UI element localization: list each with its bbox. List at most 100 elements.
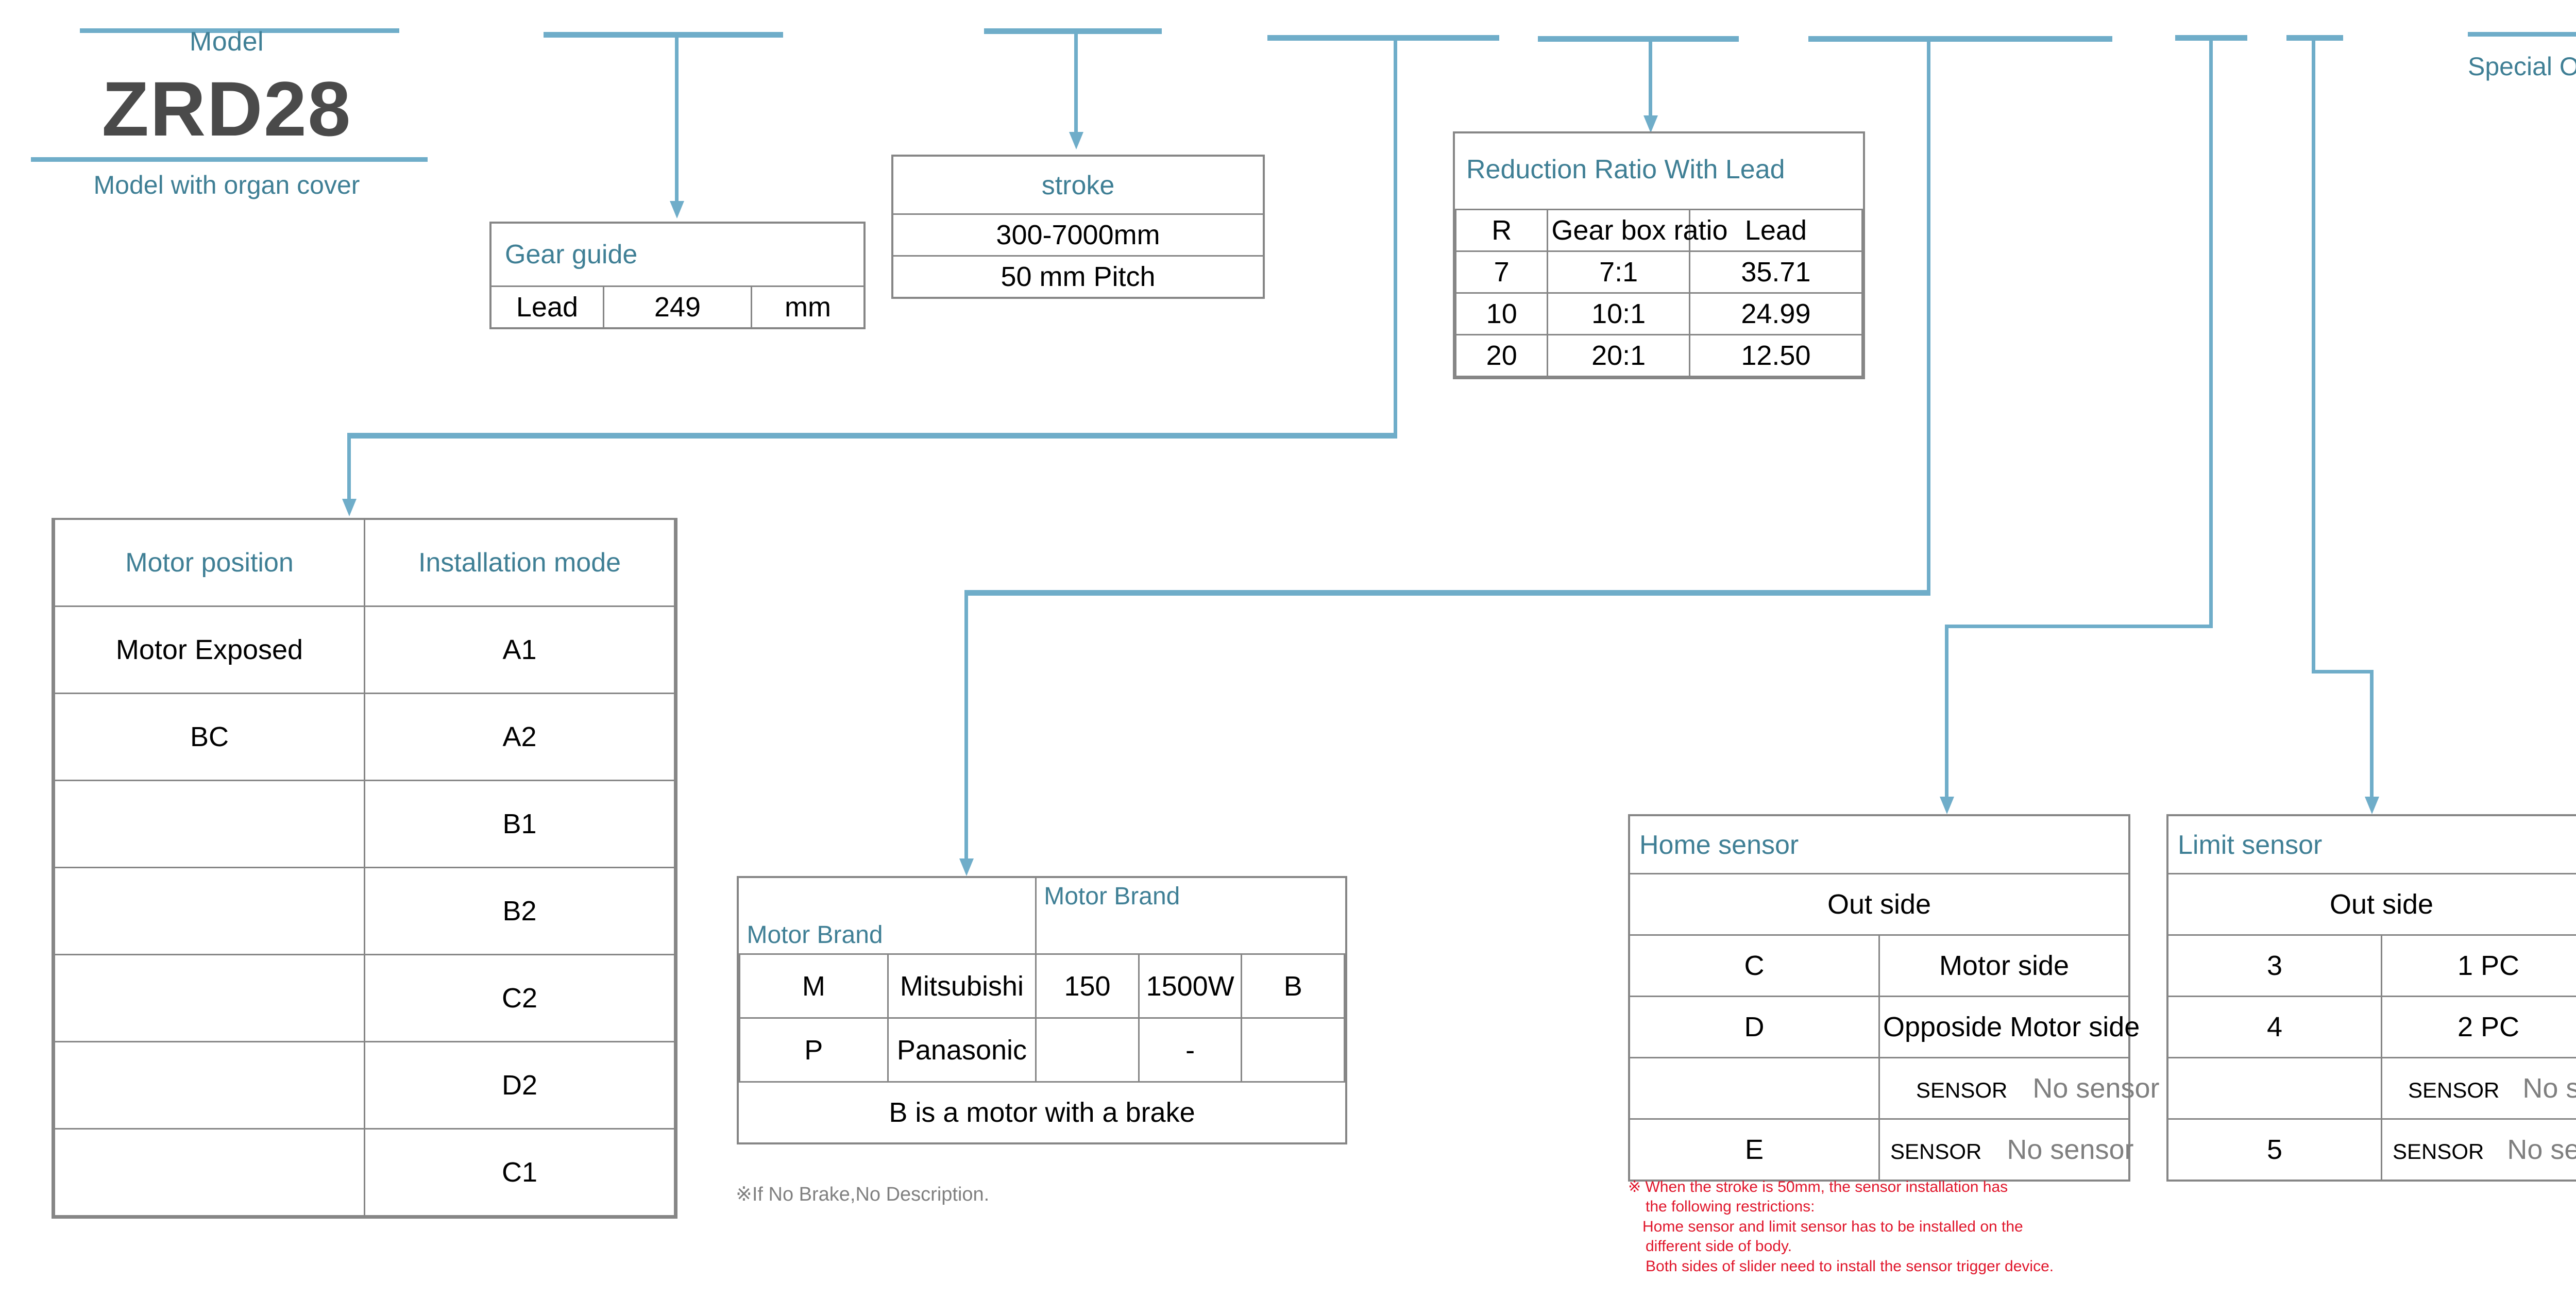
- leader-run-home-sensor: [1945, 625, 2213, 628]
- home-sensor-box: Home sensor Out side C Motor side D Oppo…: [1628, 814, 2160, 1182]
- motor-position-value: BC: [54, 693, 365, 781]
- motor-brand-code: P: [739, 1017, 889, 1083]
- leader-arrow-home-sensor: [1940, 797, 1954, 814]
- table-header-row: Motor position Installation mode: [54, 520, 675, 607]
- motor-position-value: [54, 954, 365, 1042]
- leader-arrow-motor-position: [342, 499, 357, 516]
- installation-mode-value: C1: [364, 1128, 675, 1217]
- leader-bar-model: [80, 28, 399, 33]
- home-sensor-table: Out side C Motor side D Opposide Motor s…: [1630, 873, 2160, 1180]
- gear-guide-lead-value: 249: [602, 285, 752, 327]
- gear-guide-lead-unit: mm: [751, 285, 863, 327]
- reduction-lead: 12.50: [1688, 334, 1863, 377]
- leader-drop-motor-position-1: [1394, 38, 1397, 436]
- leader-run-limit-sensor: [2312, 670, 2374, 673]
- model-code: ZRD28: [101, 65, 352, 152]
- table-row: Motor Exposed A1: [54, 605, 675, 694]
- table-header-row: R Gear box ratio Lead: [1454, 209, 1863, 252]
- home-sensor-code: [1630, 1057, 1880, 1120]
- motor-brand-footnote: ※If No Brake,No Description.: [736, 1184, 990, 1205]
- motor-position-header: Motor position: [54, 520, 365, 607]
- home-sensor-subheader: Out side: [1630, 873, 2128, 936]
- leader-bar-special-order: [2468, 32, 2576, 37]
- limit-sensor-code: 5: [2168, 1118, 2382, 1180]
- table-row: 5 SENSOR No sensor: [2168, 1118, 2576, 1180]
- table-row: D Opposide Motor side: [1630, 996, 2140, 1058]
- home-sensor-nosensor-cell: SENSOR No sensor: [1878, 1057, 2160, 1120]
- leader-bar-motor-position: [1267, 35, 1499, 41]
- reduction-ratio: 10:1: [1547, 292, 1690, 335]
- installation-mode-value: D2: [364, 1041, 675, 1130]
- table-header-row: Motor Brand Motor Brand: [739, 878, 1345, 955]
- table-row: P Panasonic -: [739, 1017, 1345, 1083]
- motor-power-value: -: [1138, 1017, 1243, 1083]
- limit-sensor-value: 1 PC: [2381, 934, 2576, 997]
- home-sensor-value: Opposide Motor side: [1878, 996, 2140, 1058]
- installation-mode-value: A1: [364, 605, 675, 694]
- reduction-ratio-table: R Gear box ratio Lead 7 7:1 35.71 10 10:…: [1454, 209, 1863, 377]
- installation-mode-value: A2: [364, 693, 675, 781]
- table-row: 4 2 PC: [2168, 996, 2576, 1058]
- leader-bar-stroke: [984, 28, 1162, 34]
- leader-bar-home-sensor: [2175, 35, 2247, 41]
- leader-arrow-reduction: [1643, 115, 1658, 133]
- gear-guide-table: Lead 249 mm: [492, 285, 863, 327]
- reduction-header-ratio: Gear box ratio: [1547, 209, 1728, 252]
- reduction-header-r: R: [1454, 209, 1549, 252]
- home-sensor-nosensor-cell: SENSOR No sensor: [1878, 1118, 2134, 1180]
- motor-brand-title-right: Motor Brand: [1035, 878, 1345, 955]
- table-row: 7 7:1 35.71: [1454, 250, 1863, 294]
- leader-bar-motor-brand: [1808, 36, 2112, 42]
- leader-drop-gear-guide: [675, 35, 679, 201]
- leader-run-motor-brand: [964, 590, 1930, 596]
- limit-sensor-title: Limit sensor: [2178, 830, 2323, 860]
- reduction-lead: 24.99: [1688, 292, 1863, 335]
- motor-brand-title-left: Motor Brand: [739, 878, 1037, 955]
- motor-brand-code: M: [739, 953, 889, 1019]
- model-rule-bottom: [31, 157, 428, 162]
- home-sensor-title: Home sensor: [1639, 830, 1799, 860]
- motor-power-code: 150: [1035, 953, 1140, 1019]
- reduction-r: 10: [1454, 292, 1549, 335]
- stroke-pitch: 50 mm Pitch: [893, 255, 1263, 297]
- limit-sensor-box: Limit sensor Out side 3 1 PC 4 2 PC SENS…: [2166, 814, 2576, 1182]
- table-row: C2: [54, 954, 675, 1042]
- table-row: B2: [54, 867, 675, 955]
- home-sensor-value: No sensor: [2032, 1073, 2160, 1104]
- model-caption: Model: [189, 27, 264, 57]
- limit-sensor-subheader: Out side: [2168, 873, 2576, 936]
- table-row: E SENSOR No sensor: [1630, 1118, 2134, 1180]
- gear-guide-title: Gear guide: [505, 240, 638, 269]
- motor-brand-name: Panasonic: [887, 1017, 1037, 1083]
- home-sensor-code: C: [1630, 934, 1880, 997]
- warning-line-3: Home sensor and limit sensor has to be i…: [1642, 1218, 2023, 1235]
- table-row: 300-7000mm: [893, 213, 1263, 256]
- table-row: 3 1 PC: [2168, 934, 2576, 997]
- limit-sensor-label: SENSOR: [2393, 1139, 2484, 1164]
- table-header-row: Out side: [1630, 873, 2128, 936]
- leader-drop-motor-position-2: [347, 436, 351, 499]
- reduction-r: 7: [1454, 250, 1549, 294]
- motor-brand-box: Motor Brand Motor Brand M Mitsubishi 150…: [737, 876, 1347, 1144]
- motor-power-code: [1035, 1017, 1140, 1083]
- home-sensor-label: SENSOR: [1916, 1078, 2008, 1102]
- table-row: M Mitsubishi 150 1500W B: [739, 953, 1345, 1019]
- leader-drop-limit-sensor-1: [2312, 38, 2315, 671]
- leader-drop-motor-brand-2: [964, 593, 968, 858]
- home-sensor-code: D: [1630, 996, 1880, 1058]
- home-sensor-value: No sensor: [2007, 1134, 2134, 1165]
- table-row: B is a motor with a brake: [739, 1081, 1345, 1142]
- table-header-row: Out side: [2168, 873, 2576, 936]
- reduction-ratio: 20:1: [1547, 334, 1690, 377]
- installation-mode-value: C2: [364, 954, 675, 1042]
- warning-line-5: Both sides of slider need to install the…: [1646, 1257, 2054, 1275]
- leader-arrow-motor-brand: [959, 858, 974, 876]
- limit-sensor-code: 4: [2168, 996, 2382, 1058]
- stroke-table: 300-7000mm 50 mm Pitch: [893, 213, 1263, 297]
- warning-line-1: ※ When the stroke is 50mm, the sensor in…: [1628, 1178, 2008, 1195]
- motor-brake-note: B is a motor with a brake: [739, 1081, 1345, 1142]
- installation-mode-value: B1: [364, 780, 675, 868]
- limit-sensor-value: No sensor: [2522, 1073, 2576, 1104]
- limit-sensor-label: SENSOR: [2408, 1078, 2500, 1102]
- leader-arrow-stroke: [1069, 132, 1083, 149]
